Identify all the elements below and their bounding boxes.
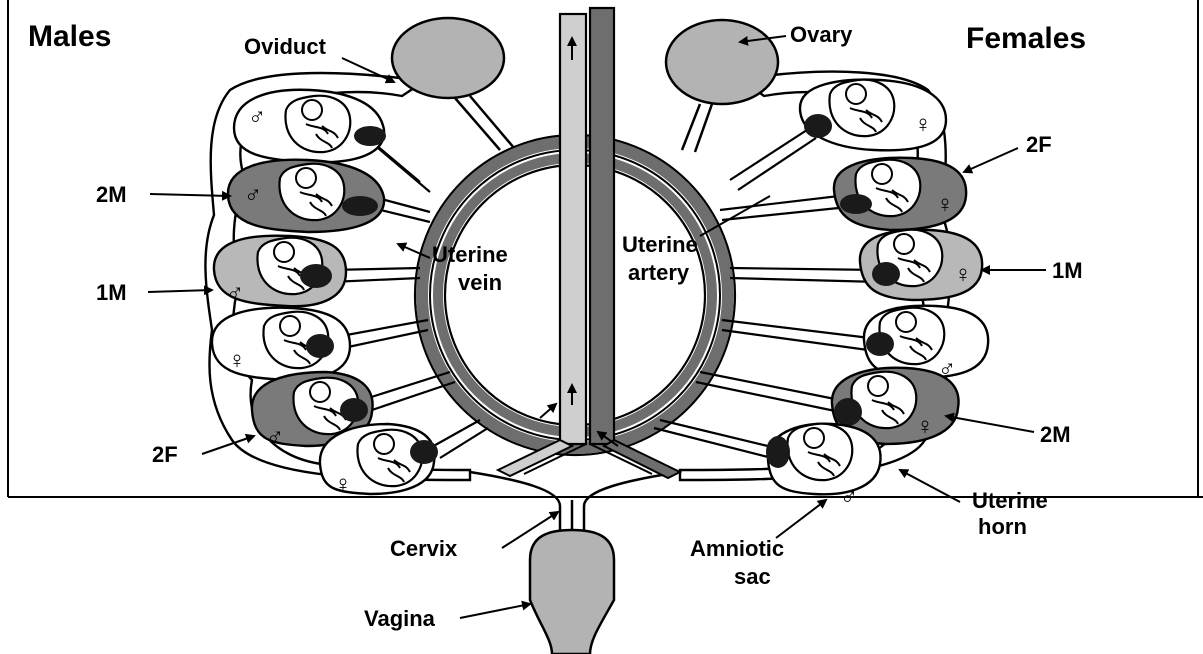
right-2f-label: 2F — [1026, 132, 1052, 157]
male-symbol: ♂ — [840, 483, 858, 510]
cervix-label: Cervix — [390, 536, 458, 561]
uterine-artery-label-line1: Uterine — [622, 232, 698, 257]
vagina-label: Vagina — [364, 606, 436, 631]
uterine-artery-label-line2: artery — [628, 260, 690, 285]
right-ovary — [666, 20, 778, 104]
left-2m-label: 2M — [96, 182, 127, 207]
amniotic-sac-arrow — [776, 500, 826, 538]
left-ovary — [392, 18, 504, 98]
uterine-vein-label-line2: vein — [458, 270, 502, 295]
left-fetus-3: ♂ — [214, 236, 346, 307]
amniotic-sac-label-line1: Amniotic — [690, 536, 784, 561]
male-symbol: ♂ — [244, 181, 262, 208]
left-fetus-6: ♀ — [320, 424, 438, 498]
left-fetus-2: ♂ — [228, 160, 384, 232]
female-symbol: ♀ — [916, 413, 934, 440]
uterine-vein-label-line1: Uterine — [432, 242, 508, 267]
female-symbol: ♀ — [954, 261, 972, 288]
oviduct-label: Oviduct — [244, 34, 327, 59]
right-2m-arrow — [946, 416, 1034, 432]
left-fetus-4: ♀ — [212, 308, 350, 380]
uterine-horn-label-line2: horn — [978, 514, 1027, 539]
uterine-horn-label-line1: Uterine — [972, 488, 1048, 513]
vagina-arrow — [460, 604, 530, 618]
female-symbol: ♀ — [914, 111, 932, 138]
male-symbol: ♂ — [226, 279, 244, 306]
right-fetus-1: ♀ — [800, 80, 946, 151]
left-fetus-1: ♂ — [234, 90, 386, 163]
female-symbol: ♀ — [228, 347, 246, 374]
left-1m-arrow — [148, 290, 212, 292]
right-1m-label: 1M — [1052, 258, 1083, 283]
right-fetus-3: ♀ — [860, 230, 982, 300]
vagina-shape — [530, 530, 614, 654]
males-heading: Males — [28, 20, 111, 53]
left-1m-label: 1M — [96, 280, 127, 305]
right-2m-label: 2M — [1040, 422, 1071, 447]
left-2f-label: 2F — [152, 442, 178, 467]
male-symbol: ♂ — [266, 423, 284, 450]
female-symbol: ♀ — [936, 191, 954, 218]
amniotic-sac-label-line2: sac — [734, 564, 771, 589]
male-symbol: ♂ — [248, 103, 266, 130]
right-2f-arrow — [964, 148, 1018, 172]
females-heading: Females — [966, 22, 1086, 55]
ovary-label: Ovary — [790, 22, 853, 47]
cervix-tubes — [470, 472, 680, 530]
female-symbol: ♀ — [334, 471, 352, 498]
right-fetus-2: ♀ — [834, 158, 966, 230]
